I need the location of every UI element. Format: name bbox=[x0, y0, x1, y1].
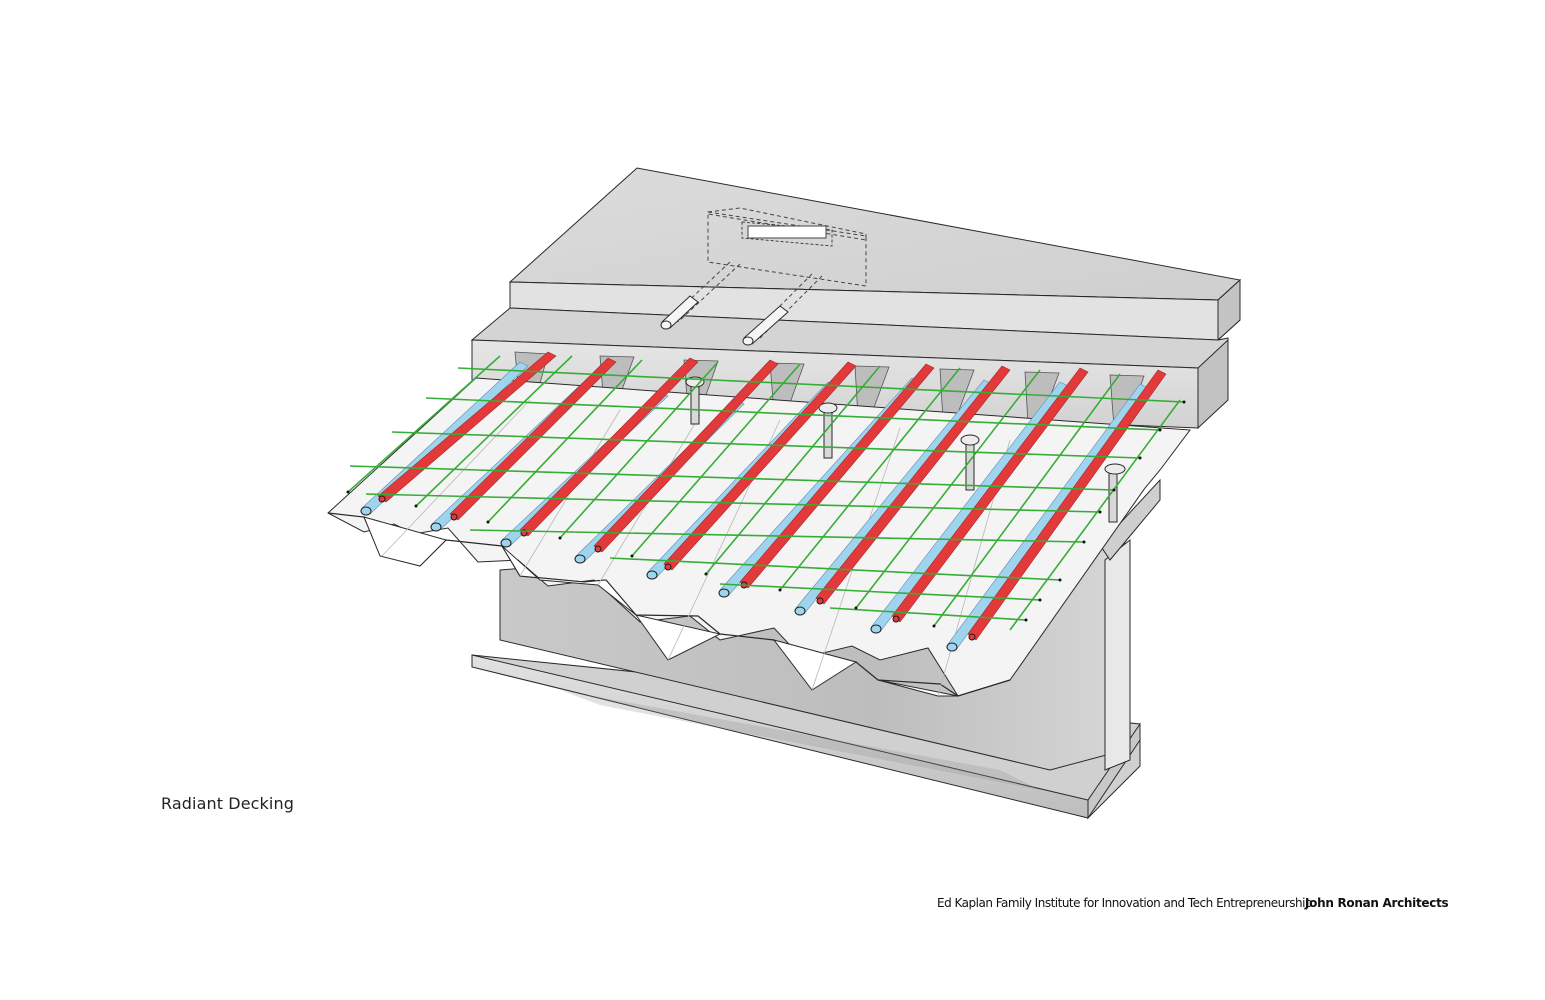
beam-web-side bbox=[1104, 538, 1131, 771]
shear-studs bbox=[685, 376, 1126, 523]
firm-credit: John Ronan Architects bbox=[1305, 896, 1449, 910]
diagram-caption: Radiant Decking bbox=[161, 794, 294, 813]
project-credit: Ed Kaplan Family Institute for Innovatio… bbox=[937, 896, 1313, 910]
wire-mesh bbox=[347, 355, 1185, 631]
floor-box bbox=[667, 207, 867, 339]
lower-slab-side bbox=[1197, 338, 1229, 430]
beam-top-flange bbox=[1099, 478, 1161, 561]
beam-shadow bbox=[560, 690, 1040, 790]
red-pipes bbox=[377, 351, 1167, 641]
conduits bbox=[660, 295, 789, 346]
pipe-ends bbox=[360, 495, 976, 652]
mesh-bar-ends bbox=[346, 400, 1186, 628]
shear-stud bbox=[818, 402, 838, 459]
upper-slab-top bbox=[508, 167, 1242, 301]
upper-slab-side bbox=[1217, 278, 1241, 342]
